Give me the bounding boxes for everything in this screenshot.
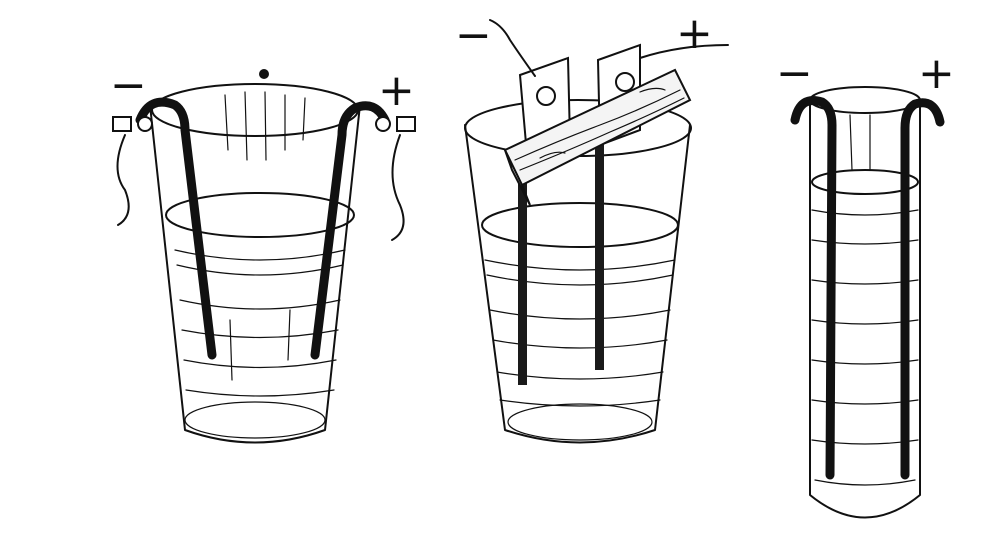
right-wire (391, 134, 405, 241)
glass-bottom (507, 403, 653, 441)
nut-icon (536, 86, 556, 106)
positive-sign: + (378, 65, 415, 116)
left-wire (489, 19, 536, 77)
left-wire (116, 134, 130, 226)
positive-electrode (900, 98, 945, 480)
left-terminal-screw (112, 116, 153, 132)
right-terminal-screw (375, 116, 416, 132)
figure-glass-hooked-electrodes: − + (110, 60, 416, 444)
tube-outline (809, 99, 921, 519)
positive-electrode-strip-lower (595, 140, 604, 370)
negative-sign: − (455, 10, 492, 61)
glass-bottom (184, 401, 326, 439)
glass-outline (464, 124, 691, 444)
negative-sign: − (776, 48, 813, 99)
positive-sign: + (676, 8, 713, 59)
negative-electrode (135, 97, 217, 360)
negative-electrode (790, 96, 837, 480)
water-surface (811, 169, 919, 195)
glass-outline (149, 104, 361, 444)
positive-sign: + (918, 48, 955, 99)
positive-electrode (310, 101, 390, 360)
water-surface (165, 192, 355, 238)
glass-hatching (484, 259, 676, 407)
figure-glass-strip-electrodes: − + (455, 8, 729, 444)
figure-test-tube: − + (776, 48, 955, 519)
negative-electrode-strip-lower (518, 150, 527, 385)
wooden-bar (503, 68, 692, 206)
water-surface (481, 202, 679, 248)
cord-knot (259, 69, 269, 79)
negative-sign: − (110, 60, 147, 111)
nut-icon (615, 72, 635, 92)
right-wire (639, 44, 729, 59)
